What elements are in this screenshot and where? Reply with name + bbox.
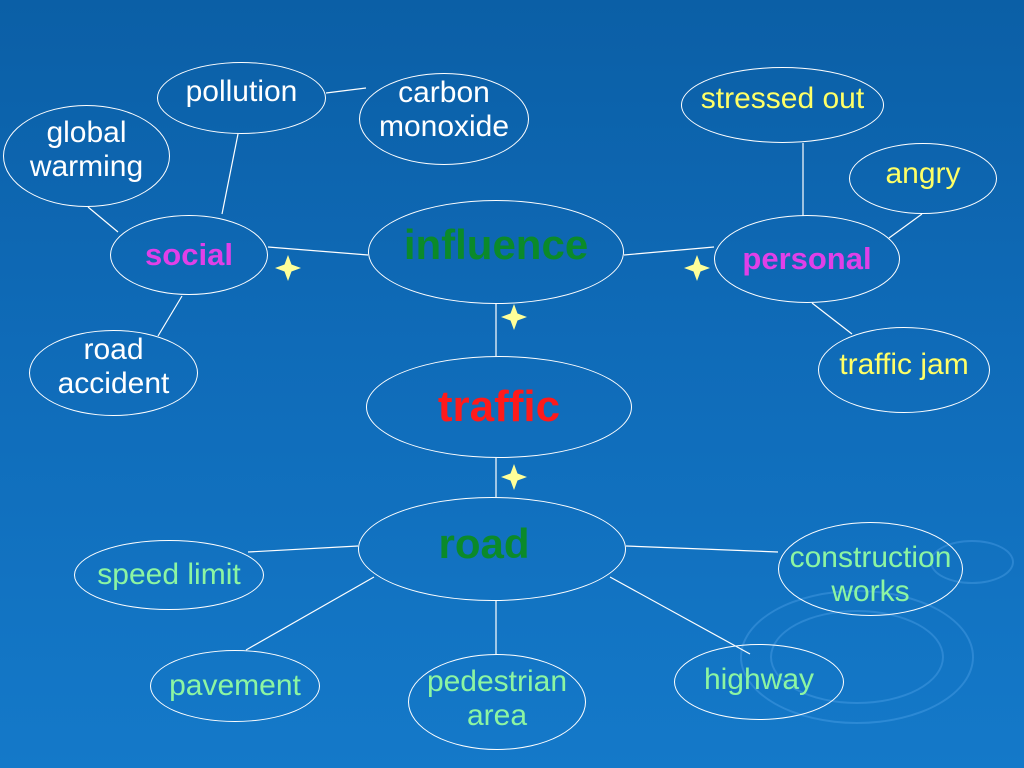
node-carbon-monoxide-label: carbon monoxide: [378, 76, 510, 143]
link-influence-personal: [623, 246, 715, 256]
node-pedestrian-area-label: pedestrian area: [426, 665, 568, 732]
node-traffic-jam: traffic jam: [818, 327, 990, 413]
node-speed-limit-label: speed limit: [97, 558, 241, 592]
node-traffic-jam-label: traffic jam: [839, 348, 969, 381]
node-global-warming: global warming: [3, 105, 170, 207]
node-pavement-label: pavement: [169, 669, 301, 703]
node-influence-label: influence: [403, 221, 589, 268]
node-global-warming-label: global warming: [29, 116, 144, 183]
node-personal-label: personal: [742, 240, 872, 276]
link-social-road-accident: [157, 295, 183, 337]
node-speed-limit: speed limit: [74, 540, 264, 610]
link-pollution-carbon: [325, 87, 367, 94]
node-pedestrian-area: pedestrian area: [408, 654, 586, 750]
four-point-star-icon: [275, 255, 301, 281]
node-social-label: social: [145, 236, 233, 272]
link-social-global-warming: [87, 206, 119, 233]
link-road-highway: [609, 576, 751, 655]
link-road-pavement: [245, 576, 375, 651]
node-road: road: [358, 497, 626, 601]
four-point-star-icon: [501, 304, 527, 330]
node-social: social: [110, 215, 268, 295]
node-traffic-label: traffic: [437, 382, 561, 432]
link-social-influence: [267, 246, 369, 256]
link-road-speed-limit: [247, 545, 359, 553]
node-road-accident-label: road accident: [57, 333, 170, 400]
node-construction-works: construction works: [778, 522, 963, 616]
node-carbon-monoxide: carbon monoxide: [359, 73, 529, 165]
node-pollution-label: pollution: [185, 75, 298, 108]
link-personal-angry: [888, 213, 923, 239]
four-point-star-icon: [501, 464, 527, 490]
node-pavement: pavement: [150, 650, 320, 722]
link-social-pollution: [221, 133, 239, 215]
node-personal: personal: [714, 215, 900, 303]
link-road-construction: [625, 545, 779, 553]
node-road-label: road: [438, 520, 530, 567]
link-personal-traffic-jam: [811, 302, 853, 335]
node-angry-label: angry: [885, 157, 961, 190]
four-point-star-icon: [684, 255, 710, 281]
node-construction-works-label: construction works: [789, 541, 952, 608]
node-pollution: pollution: [157, 62, 326, 134]
node-traffic: traffic: [366, 356, 632, 458]
node-stressed-out: stressed out: [681, 67, 884, 143]
node-road-accident: road accident: [29, 330, 198, 416]
node-highway-label: highway: [703, 663, 815, 696]
node-highway: highway: [674, 644, 844, 720]
node-stressed-out-label: stressed out: [700, 82, 865, 115]
node-influence: influence: [368, 200, 624, 304]
node-angry: angry: [849, 143, 997, 214]
